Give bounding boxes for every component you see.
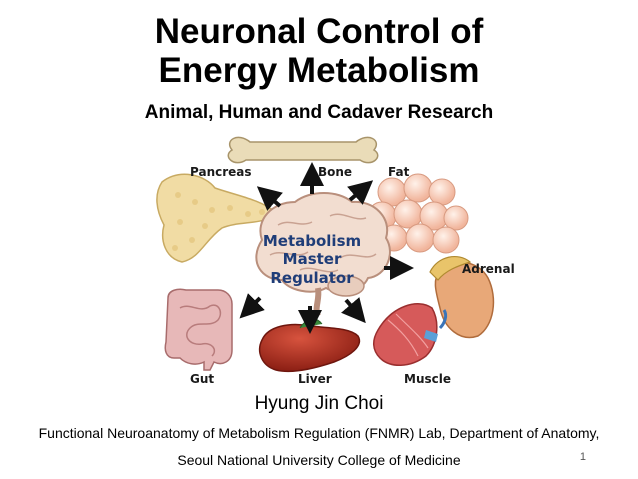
label-bone: Bone <box>318 165 352 179</box>
pancreas-illustration <box>156 173 276 263</box>
brain-illustration <box>255 192 391 318</box>
author-name: Hyung Jin Choi <box>254 393 384 414</box>
organ-diagram: Pancreas Fat Bone Metabolism Master Regu… <box>156 136 515 386</box>
affiliation-line-2: Seoul National University College of Med… <box>177 452 461 468</box>
arrow-to-pancreas <box>256 186 283 211</box>
adrenal-illustration <box>429 255 495 339</box>
arrow-to-muscle <box>341 297 366 324</box>
arrow-to-gut <box>239 293 265 319</box>
regulation-arrows <box>239 162 414 334</box>
label-muscle: Muscle <box>404 372 451 386</box>
slide-subtitle: Animal, Human and Cadaver Research <box>144 102 494 123</box>
gut-illustration <box>164 288 233 371</box>
label-liver: Liver <box>298 372 332 386</box>
slide-title-line-1: Neuronal Control of <box>154 12 484 51</box>
page-number: 1 <box>579 451 586 463</box>
muscle-illustration <box>373 303 438 366</box>
label-adrenal: Adrenal <box>462 262 515 276</box>
liver-illustration <box>258 318 361 373</box>
center-label-line-3: Regulator <box>270 269 354 287</box>
center-label-line-2: Master <box>283 250 342 268</box>
slide-title-line-2: Energy Metabolism <box>158 51 480 90</box>
label-gut: Gut <box>190 372 214 386</box>
bone-illustration <box>227 136 379 164</box>
arrow-to-fat <box>347 180 374 205</box>
label-fat: Fat <box>388 165 410 179</box>
label-pancreas: Pancreas <box>190 165 252 179</box>
affiliation-line-1: Functional Neuroanatomy of Metabolism Re… <box>38 425 600 441</box>
center-label-line-1: Metabolism <box>263 232 361 250</box>
